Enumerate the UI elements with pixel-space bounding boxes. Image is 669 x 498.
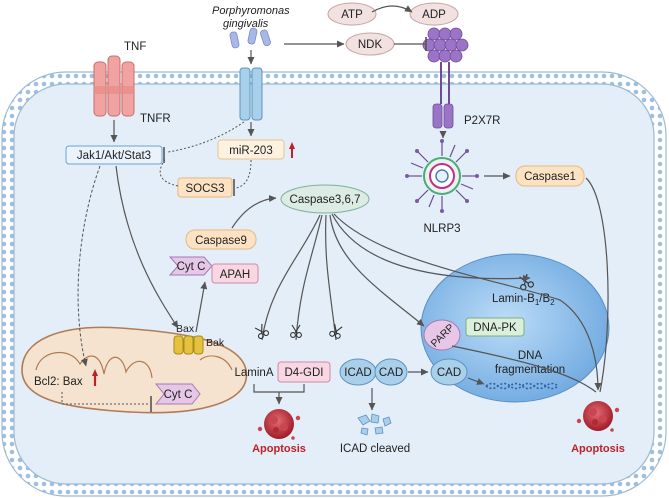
tnfr-receptor — [93, 55, 135, 117]
cell-membrane-outline-outer — [1, 71, 667, 497]
arrow-caspase1-apoptosis — [585, 177, 609, 393]
bcl2bax-label: Bcl2: Bax — [34, 376, 83, 388]
dotted-tlr-jak — [167, 121, 245, 153]
mir203-label: miR-203 — [229, 145, 272, 157]
scissors-d4gdi-icon — [290, 324, 302, 338]
branch-d4gdi — [295, 214, 323, 341]
dna-fragment-icon — [485, 382, 559, 390]
caspase9-label: Caspase9 — [195, 235, 247, 247]
arrow-bak-cytc — [195, 281, 208, 333]
parp-node — [423, 319, 461, 351]
cell-membrane — [2, 72, 666, 496]
caspase1-node — [515, 165, 585, 187]
dnapk-node — [465, 317, 525, 337]
mito-cytc-node — [154, 383, 201, 405]
pathogen-rods — [229, 27, 271, 49]
tnfr-label: TNFR — [140, 113, 171, 125]
ndk-label: NDK — [358, 39, 383, 51]
branch-lamina — [261, 214, 321, 341]
cytc-label: Cyt C — [177, 261, 206, 273]
arrow-atp-adp — [371, 5, 413, 13]
socs3-node — [177, 177, 233, 198]
scissors-icad-icon — [329, 323, 343, 339]
cad2-node — [430, 358, 468, 386]
apoptosis-left-label: Apoptosis — [252, 443, 306, 455]
atp-node — [327, 2, 377, 26]
lamina-label: LaminA — [235, 367, 274, 379]
p2x7r-label: P2X7R — [464, 115, 500, 127]
nlrp3-inflammasome-icon — [405, 139, 479, 213]
apoptosis-right-label: Apoptosis — [571, 443, 625, 455]
caspase1-label: Caspase1 — [524, 171, 576, 183]
p2x7r-receptor — [422, 27, 469, 129]
apoptosis-cell-right-icon — [576, 401, 620, 432]
dotted-socs3-jak — [159, 157, 179, 187]
mitochondrion-inner-membrane — [35, 351, 233, 379]
socs3-label: SOCS3 — [186, 183, 225, 195]
scissors-lamina-icon — [254, 323, 270, 340]
mito-cytc-label: Cyt C — [164, 389, 193, 401]
adp-label: ADP — [422, 9, 446, 21]
arrow-cad2-dna — [467, 377, 485, 385]
icad-label: ICAD — [344, 367, 371, 379]
bax-label: Bax — [176, 323, 195, 335]
apoptosis-cell-left-icon — [257, 409, 301, 440]
atp-label: ATP — [341, 9, 363, 21]
tlr-receptor — [239, 67, 263, 121]
dnapk-label: DNA-PK — [473, 322, 517, 334]
dna-frag-label-line1: DNA — [518, 350, 543, 362]
apah-label: APAH — [220, 269, 250, 281]
branch-icad — [325, 214, 337, 341]
bak-label: Bak — [206, 337, 225, 349]
mir203-node — [217, 139, 285, 160]
pathogen-label-line1: Porphyromonas — [212, 5, 290, 17]
caspase367-node — [280, 184, 370, 214]
dotted-bcl2-cytc — [61, 392, 150, 405]
jak-label: Jak1/Akt/Stat3 — [77, 150, 151, 162]
branch-parp — [329, 214, 425, 327]
d4gdi-label: D4-GDI — [285, 367, 324, 379]
tnf-label: TNF — [124, 41, 146, 53]
dotted-mir-socs3 — [235, 159, 252, 189]
arrow-caspase9-caspase367 — [231, 195, 277, 229]
pathogen-label-line2: gingivalis — [223, 18, 269, 30]
arrow-parp-apoptosis — [451, 345, 597, 393]
dotted-jak-bcl2 — [77, 165, 101, 367]
lamin-b-label: Lamin-B1/B2 — [492, 293, 555, 307]
cytc-node — [168, 256, 213, 276]
d4gdi-node — [277, 361, 331, 383]
cad2-label: CAD — [437, 367, 461, 379]
adp-node — [409, 2, 459, 26]
branch-lamin-b — [331, 213, 531, 282]
dna-frag-label-line2: fragmentation — [495, 364, 565, 376]
jak-node — [65, 145, 163, 165]
icad-fragments-icon — [357, 413, 392, 436]
caspase367-label: Caspase3,6,7 — [290, 194, 361, 206]
arrow-jak-bax — [115, 165, 179, 329]
cad-node — [374, 358, 408, 386]
caspase9-node — [185, 229, 257, 250]
bax-bak-channel-icon — [173, 335, 204, 355]
bracket-lamina-d4gdi — [253, 384, 305, 404]
branch-apoptosis-right — [333, 213, 602, 391]
icad-cleaved-label: ICAD cleaved — [340, 443, 410, 455]
nlrp3-label: NLRP3 — [423, 223, 460, 235]
cad-label: CAD — [379, 367, 403, 379]
apah-node — [211, 263, 259, 284]
